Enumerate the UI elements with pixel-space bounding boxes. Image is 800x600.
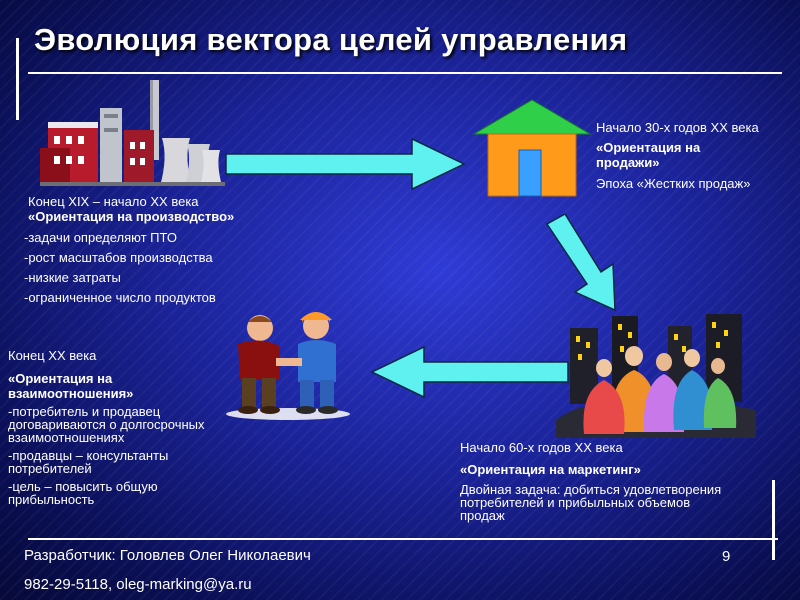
right-accent-bar bbox=[772, 480, 775, 560]
relations-item: -цель – повысить общую прибыльность bbox=[8, 479, 158, 507]
block-production: Конец XIX – начало XX века «Ориентация н… bbox=[24, 194, 284, 310]
production-item: -задачи определяют ПТО bbox=[24, 230, 177, 245]
arrow-down-icon bbox=[545, 212, 616, 312]
block-sales: Начало 30-х годов XX века «Ориентация на… bbox=[596, 120, 792, 196]
slide-title: Эволюция вектора целей управления bbox=[34, 22, 628, 57]
page-number: 9 bbox=[722, 548, 731, 565]
sales-period: Начало 30-х годов XX века bbox=[596, 120, 759, 135]
relations-item: -потребитель и продавец договариваются о… bbox=[8, 404, 205, 445]
production-item: -рост масштабов производства bbox=[24, 250, 213, 265]
arrow-right-icon bbox=[225, 137, 466, 191]
crowd-icon bbox=[556, 314, 756, 438]
marketing-orientation: «Ориентация на маркетинг» bbox=[460, 462, 641, 477]
production-orientation: «Ориентация на производство» bbox=[28, 209, 235, 224]
arrow-left-icon bbox=[370, 345, 569, 399]
house-icon bbox=[472, 99, 592, 197]
footer-contacts: 982-29-5118, oleg-marking@ya.ru bbox=[24, 576, 252, 593]
factory-icon bbox=[40, 80, 225, 186]
production-period: Конец XIX – начало XX века bbox=[28, 194, 199, 209]
title-underline bbox=[28, 72, 782, 74]
left-accent-bar bbox=[16, 38, 19, 120]
relations-period: Конец XX века bbox=[8, 348, 97, 363]
production-item: -низкие затраты bbox=[24, 270, 121, 285]
footer-author: Разработчик: Головлев Олег Николаевич bbox=[24, 547, 311, 564]
sales-note: Эпоха «Жестких продаж» bbox=[596, 176, 751, 191]
relations-item: -продавцы – консультанты потребителей bbox=[8, 448, 169, 476]
block-relations: Конец XX века «Ориентация на взаимоотнош… bbox=[8, 348, 248, 511]
marketing-note: Двойная задача: добиться удовлетворения … bbox=[460, 482, 722, 523]
relations-orientation: «Ориентация на взаимоотношения» bbox=[8, 371, 134, 401]
production-item: -ограниченное число продуктов bbox=[24, 290, 216, 305]
footer-divider bbox=[28, 538, 778, 540]
sales-orientation: «Ориентация на продажи» bbox=[596, 140, 701, 170]
marketing-period: Начало 60-х годов XX века bbox=[460, 440, 623, 455]
handshake-icon bbox=[226, 312, 350, 420]
block-marketing: Начало 60-х годов XX века «Ориентация на… bbox=[460, 440, 730, 527]
